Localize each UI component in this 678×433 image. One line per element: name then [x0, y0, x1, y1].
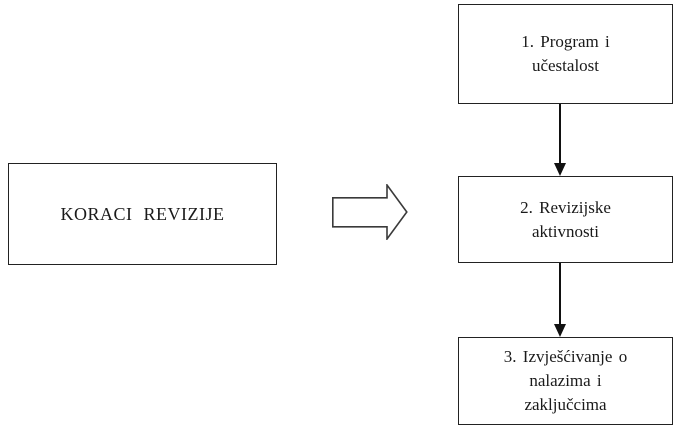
step-2-label: 2. Revizijske aktivnosti — [520, 197, 611, 241]
step-box-2: 2. Revizijske aktivnosti — [458, 176, 673, 263]
step-box-1: 1. Program i učestalost — [458, 4, 673, 104]
step-1-label: 1. Program i učestalost — [521, 32, 610, 75]
down-arrow-icon — [554, 104, 566, 176]
right-block-arrow-icon — [332, 184, 408, 240]
down-arrow-icon — [554, 263, 566, 337]
step-3-label: 3. Izvješćivanje o nalazima i zaključcim… — [503, 347, 628, 414]
koraci-revizije-label: KORACI REVIZIJE — [60, 204, 225, 224]
step-box-3: 3. Izvješćivanje o nalazima i zaključcim… — [458, 337, 673, 425]
koraci-revizije-box: KORACI REVIZIJE — [8, 163, 277, 265]
